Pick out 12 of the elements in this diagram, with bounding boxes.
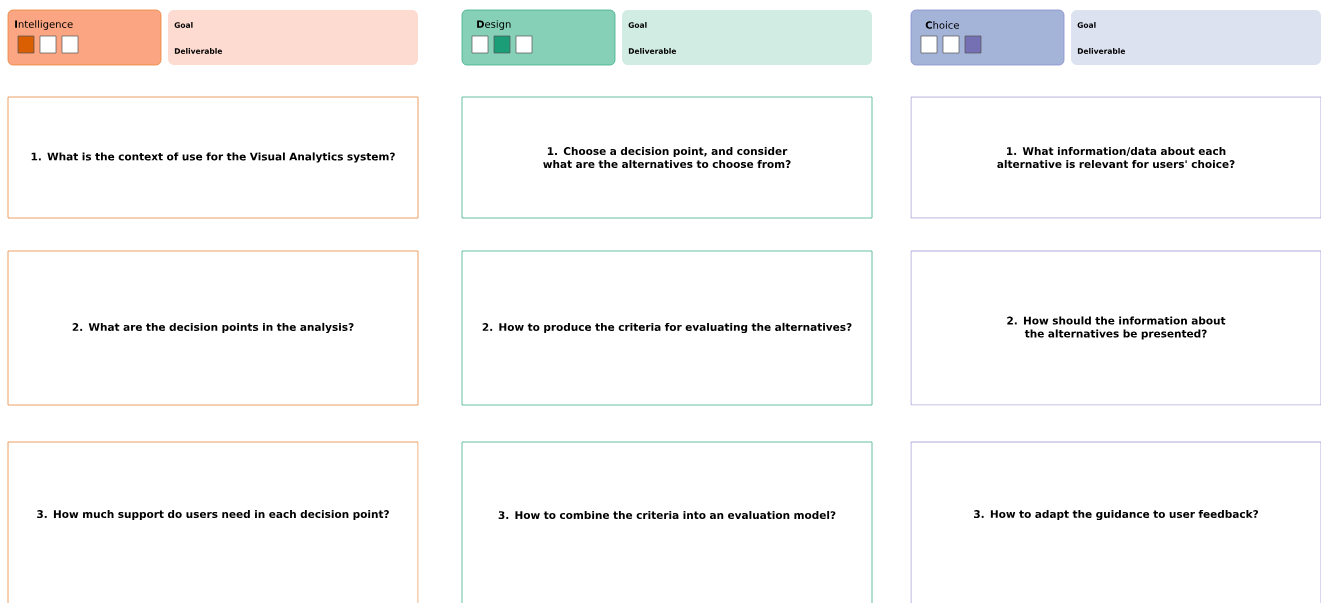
question-box: 3. How to combine the criteria into an evaluation model? bbox=[461, 441, 873, 603]
question-box: 1. What is the context of use for the Visual Analytics system? bbox=[7, 96, 419, 219]
question-box: 2. How to produce the criteria for evaluating the alternatives? bbox=[461, 250, 873, 406]
question-box: 1. What information/data about each alternative is relevant for users' choice? bbox=[910, 96, 1321, 219]
question-box: 3. How much support do users need in each decision point? bbox=[7, 441, 419, 603]
header-box: Choice bbox=[910, 9, 1065, 66]
question-box: 3. How to adapt the guidance to user feedback? bbox=[910, 441, 1321, 603]
header-box: Design bbox=[461, 9, 616, 66]
question-box: 2. How should the information about the alternatives be presented? bbox=[910, 250, 1321, 406]
header-box: Intelligence bbox=[7, 9, 162, 66]
question-box: 2. What are the decision points in the analysis? bbox=[7, 250, 419, 406]
question-box: 1. Choose a decision point, and consider what are the alternatives to choose from? bbox=[461, 96, 873, 219]
